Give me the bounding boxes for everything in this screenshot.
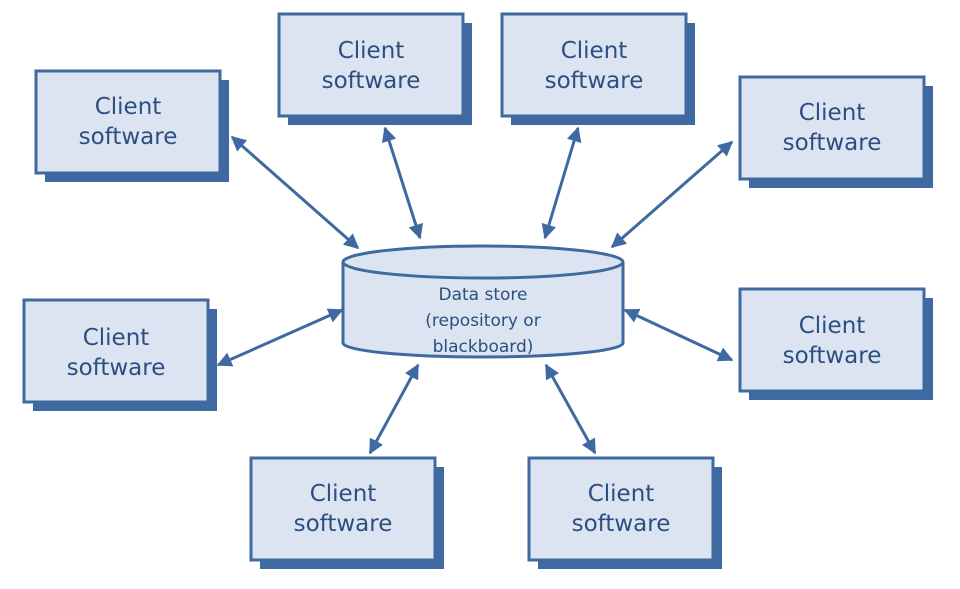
arrow-client-8	[544, 363, 597, 455]
arrow-client-5	[216, 308, 344, 367]
client-box-6: Client software	[738, 287, 933, 400]
client-box-3: Client software	[500, 12, 695, 125]
client-label-line2: software	[322, 68, 421, 94]
box	[277, 12, 465, 118]
client-box-5: Client software	[22, 298, 217, 411]
arrow-client-4	[610, 140, 734, 249]
client-label-line1: Client	[561, 38, 628, 64]
client-label-line1: Client	[95, 94, 162, 120]
client-label-line2: software	[79, 124, 178, 150]
box	[500, 12, 688, 118]
cylinder-body	[341, 262, 625, 359]
box	[34, 69, 222, 175]
connector-arrows	[216, 126, 734, 455]
client-label-line1: Client	[338, 38, 405, 64]
data-store-label-line2: (repository or	[425, 311, 540, 331]
data-store-label-line3: blackboard)	[433, 337, 534, 357]
client-label-line2: software	[783, 343, 882, 369]
client-label-line1: Client	[799, 313, 866, 339]
client-label-line2: software	[294, 511, 393, 537]
cylinder-top	[341, 244, 625, 280]
box	[738, 75, 926, 181]
arrow-client-1	[230, 135, 360, 250]
box	[249, 456, 437, 562]
client-label-line1: Client	[83, 325, 150, 351]
client-label-line2: software	[783, 130, 882, 156]
client-label-line1: Client	[799, 100, 866, 126]
arrow-client-6	[623, 308, 734, 362]
client-box-7: Client software	[249, 456, 444, 569]
client-label-line2: software	[572, 511, 671, 537]
box	[738, 287, 926, 393]
client-label-line1: Client	[588, 481, 655, 507]
arrow-client-7	[368, 363, 420, 455]
client-label-line2: software	[67, 355, 166, 381]
client-label-line1: Client	[310, 481, 377, 507]
arrow-client-2	[381, 126, 424, 240]
client-box-4: Client software	[738, 75, 933, 188]
arrow-client-3	[541, 126, 582, 240]
box	[22, 298, 210, 404]
client-box-8: Client software	[527, 456, 722, 569]
client-box-1: Client software	[34, 69, 229, 182]
client-box-2: Client software	[277, 12, 472, 125]
box	[527, 456, 715, 562]
data-store-label-line1: Data store	[439, 285, 528, 305]
data-store-cylinder: Data store (repository or blackboard)	[341, 244, 625, 359]
client-label-line2: software	[545, 68, 644, 94]
